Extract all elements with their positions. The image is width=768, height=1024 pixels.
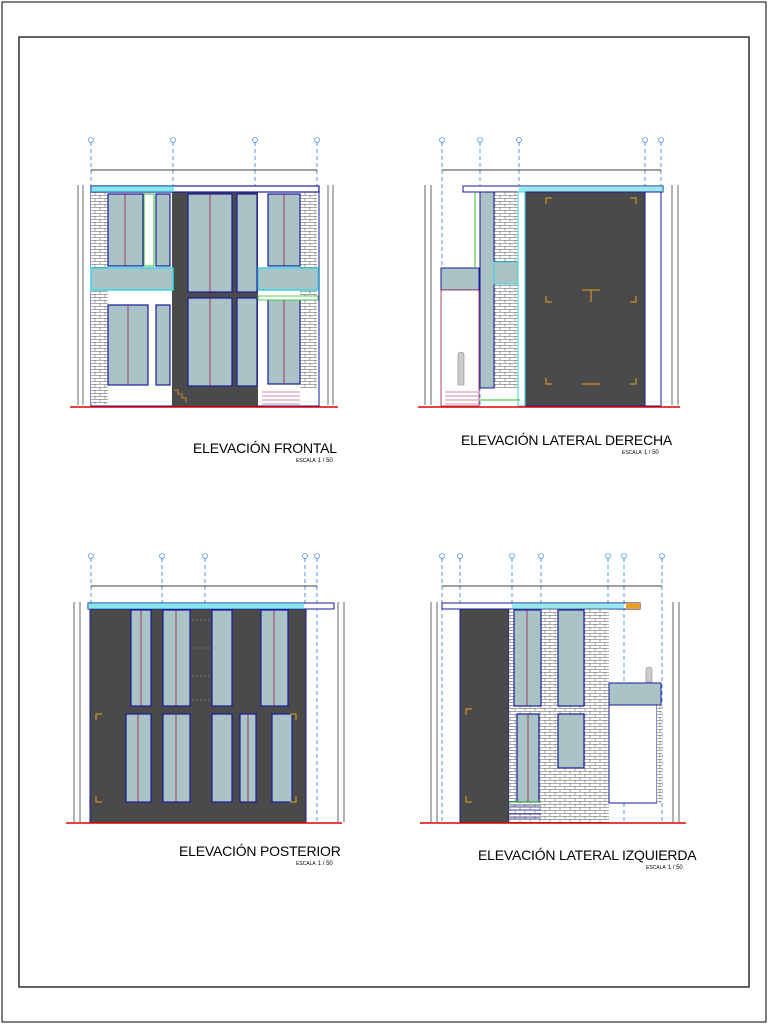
- title-left-elevation: ELEVACIÓN LATERAL IZQUIERDA: [478, 847, 697, 863]
- right-elevation: [418, 137, 680, 408]
- rear-elevation: [66, 553, 345, 824]
- front-elevation: [70, 137, 338, 408]
- scale-label: ESCALA: [296, 458, 316, 464]
- inner-border: [18, 36, 750, 988]
- scale-label: ESCALA: [646, 865, 666, 871]
- scale-value: 1 / 50: [317, 458, 333, 464]
- scale-value: 1 / 50: [317, 861, 333, 867]
- title-rear-elevation: ELEVACIÓN POSTERIOR: [179, 843, 341, 859]
- scale-value: 1 / 50: [667, 865, 683, 871]
- title-front-elevation: ELEVACIÓN FRONTAL: [193, 440, 337, 456]
- scale-label: ESCALA: [296, 861, 316, 867]
- left-elevation: [420, 553, 686, 824]
- title-right-elevation: ELEVACIÓN LATERAL DERECHA: [461, 432, 673, 448]
- scale-label: ESCALA: [622, 450, 642, 456]
- scale-value: 1 / 50: [643, 450, 659, 456]
